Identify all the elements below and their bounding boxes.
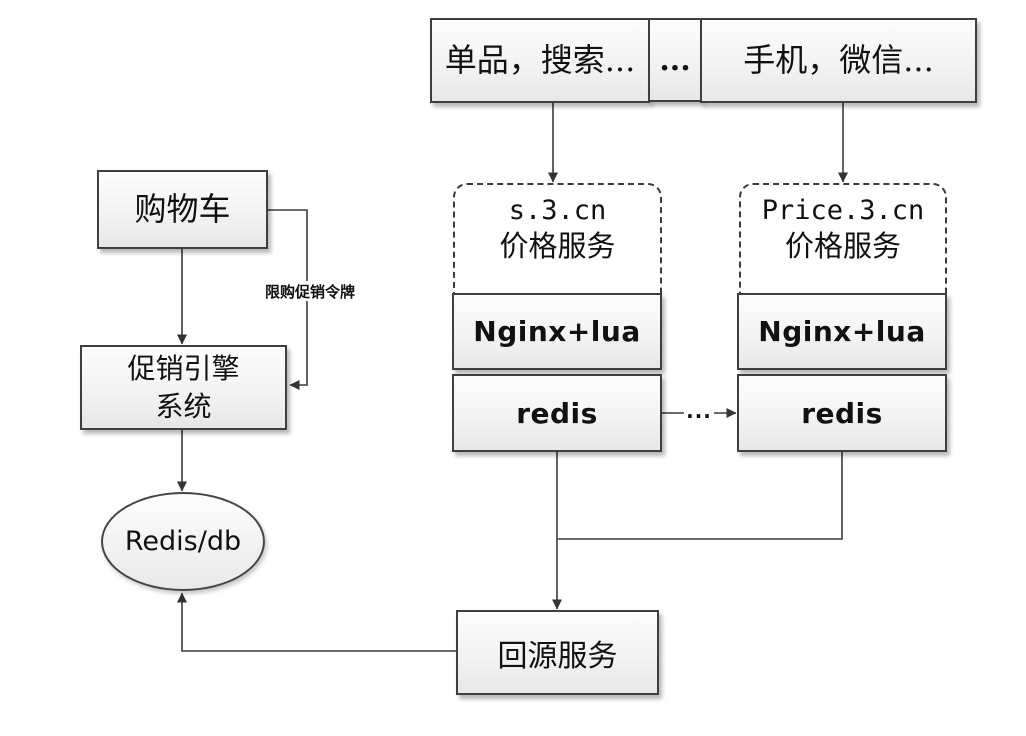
edge-label-redis-dots: ...: [684, 399, 714, 423]
container-title-name: 价格服务: [784, 228, 901, 263]
container-title-domain: s.3.cn: [508, 195, 607, 226]
node-price3cn-redis: redis: [737, 374, 947, 452]
node-label: 促销引擎 系统: [127, 350, 239, 426]
container-title-name: 价格服务: [499, 228, 616, 263]
node-label: ...: [659, 42, 691, 78]
node-shopping-cart: 购物车: [97, 170, 268, 249]
container-title-domain: Price.3.cn: [761, 195, 925, 226]
node-redis-db: Redis/db: [101, 492, 265, 591]
node-back-source-service: 回源服务: [456, 610, 659, 695]
promo-engine-line1: 促销引擎: [127, 351, 240, 385]
promo-engine-line2: 系统: [155, 389, 212, 423]
node-top-channels-right: 手机，微信...: [700, 18, 977, 103]
node-top-channels-left: 单品，搜索...: [430, 18, 650, 103]
node-promo-engine: 促销引擎 系统: [80, 345, 287, 430]
node-label: redis: [801, 396, 883, 430]
node-top-channels-ellipsis: ...: [648, 18, 702, 102]
node-label: 购物车: [134, 190, 231, 229]
line-redis2-join: [558, 452, 843, 540]
edge-label-purchase-limit-token: 限购促销令牌: [245, 281, 375, 301]
node-label: 手机，微信...: [743, 41, 934, 80]
node-label: Nginx+lua: [473, 315, 641, 348]
node-s3cn-nginx-lua: Nginx+lua: [452, 293, 662, 370]
node-label: 单品，搜索...: [444, 41, 636, 80]
node-label: Redis/db: [124, 526, 242, 557]
node-s3cn-redis: redis: [452, 374, 662, 452]
container-price3cn-price-service: Price.3.cn 价格服务: [739, 183, 947, 295]
container-s3cn-price-service: s.3.cn 价格服务: [453, 183, 662, 295]
node-label: 回源服务: [497, 638, 618, 674]
node-label: Nginx+lua: [758, 315, 926, 348]
arrow-backsource-to-redisdb: [177, 592, 456, 652]
node-label: redis: [516, 396, 598, 430]
node-price3cn-nginx-lua: Nginx+lua: [737, 293, 947, 370]
